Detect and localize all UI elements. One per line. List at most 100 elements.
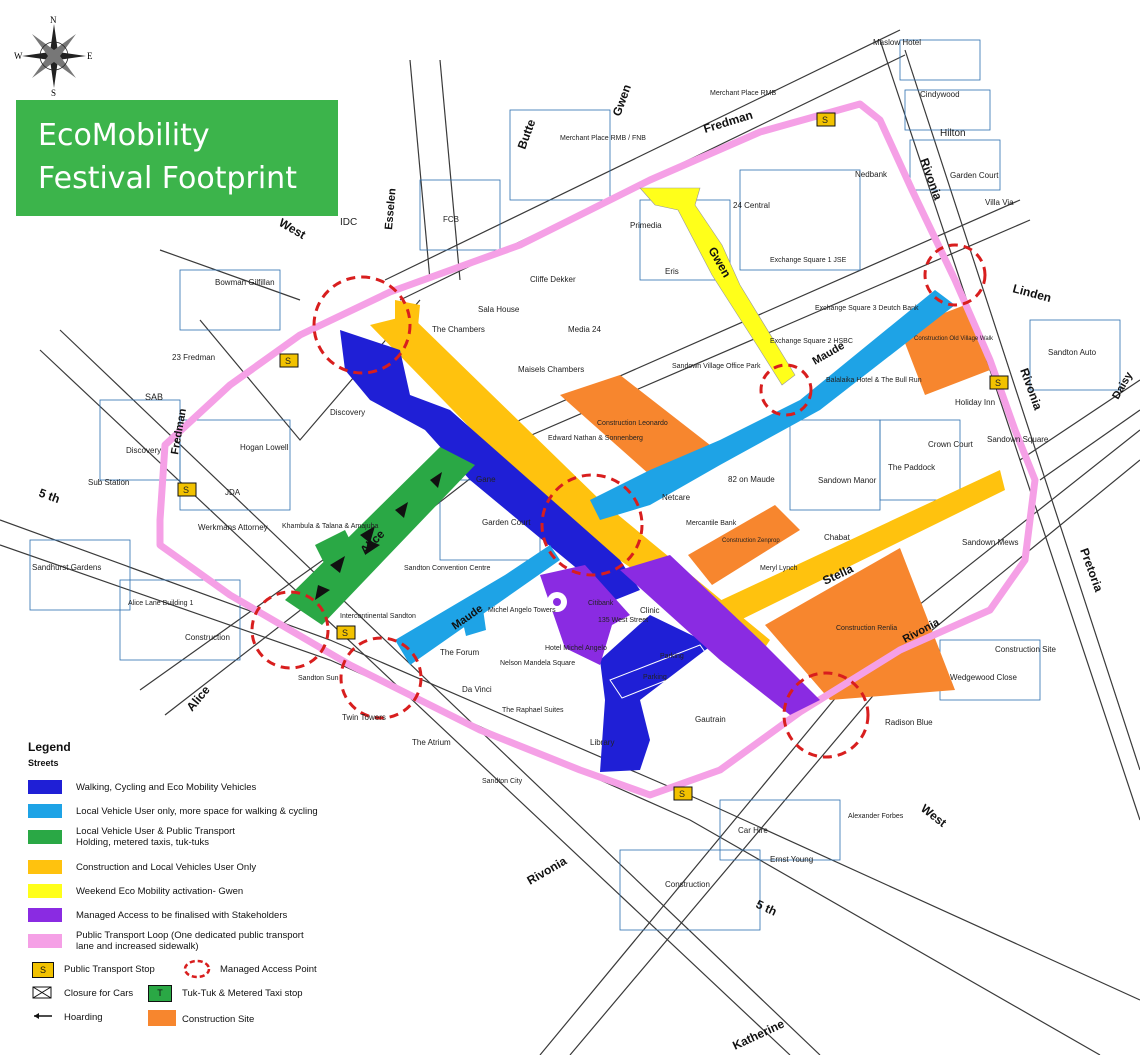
label-maude82: 82 on Maude [728, 475, 775, 484]
swatch-walking [28, 780, 62, 794]
label-sandton-city: Sandton City [482, 778, 523, 785]
legend-label: Closure for Cars [64, 988, 134, 999]
street-fifth-left: 5 th [37, 486, 62, 506]
label-netcare: Netcare [662, 493, 691, 502]
road-edge [1039, 409, 1140, 481]
road-edge [1019, 379, 1140, 461]
label-hilton: Hilton [940, 128, 966, 139]
title-line-1: EcoMobility [38, 118, 210, 153]
label-nedbank: Nedbank [855, 170, 888, 179]
label-sandown-manor: Sandown Manor [818, 476, 877, 485]
svg-text:S: S [679, 789, 685, 799]
label-fredman23: 23 Fredman [172, 353, 215, 362]
label-sandton-sun: Sandton Sun [298, 675, 339, 682]
label-chambers: The Chambers [432, 325, 485, 334]
road-edge [159, 249, 301, 301]
legend-item-closure: Closure for Cars T Tuk-Tuk & Metered Tax… [24, 985, 384, 1008]
hoarding-icon [34, 1013, 52, 1019]
construction-renlia-area [765, 548, 955, 700]
public-transport-loop [156, 100, 1039, 799]
access-point-icon [183, 959, 211, 979]
legend-item-weekend-gwen: Weekend Eco Mobility activation- Gwen [24, 882, 384, 904]
street-fredman-left: Fredman [169, 407, 189, 455]
label-library: Library [590, 738, 614, 747]
label-24central: 24 Central [733, 201, 770, 210]
street-alice-low: Alice [184, 683, 213, 714]
label-khambula: Khambula & Talana & Amajuba [282, 523, 378, 530]
street-west-top: West [277, 215, 309, 241]
street-rivonia-right: Rivonia [917, 156, 945, 202]
plot [29, 539, 131, 611]
label-alexander: Alexander Forbes [848, 813, 904, 820]
access-point [250, 590, 330, 670]
access-point [782, 671, 870, 759]
legend-item-transport-loop: Public Transport Loop (One dedicated pub… [24, 930, 384, 952]
construction-leonardo-area [560, 375, 710, 475]
plot [179, 269, 281, 331]
label-edward: Edward Nathan & Sonnenberg [548, 435, 643, 442]
label-wedgewood: Wedgewood Close [950, 673, 1018, 682]
street-pretoria: Pretoria [1077, 546, 1106, 594]
legend-label: Weekend Eco Mobility activation- Gwen [76, 886, 244, 897]
svg-text:S: S [342, 628, 348, 638]
stop-marker: S [673, 786, 693, 801]
public-transport-stops[interactable]: S S S S S S [177, 112, 1009, 801]
legend-title: Legend [28, 740, 71, 754]
svg-text:S: S [285, 356, 291, 366]
label-media24: Media 24 [568, 325, 601, 334]
stop-marker: S [336, 625, 356, 640]
map-title-box: EcoMobility Festival Footprint [16, 100, 338, 216]
arrow [365, 540, 380, 555]
label-villa-via: Villa Via [985, 198, 1014, 207]
building-plots [29, 39, 1121, 931]
plot [904, 89, 991, 131]
label-fcb: FCB [443, 215, 459, 224]
access-point [339, 636, 423, 720]
local-vehicle-streets [395, 290, 955, 665]
street-linden: Linden [1011, 281, 1053, 305]
compass-n: N [50, 16, 57, 25]
gwen-weekend-street [639, 187, 796, 386]
arrow [360, 526, 375, 543]
label-idc: IDC [340, 217, 357, 228]
label-da-vinci: Da Vinci [462, 685, 492, 694]
label-parking2: Parking [643, 674, 667, 681]
label-construction-left: Construction [185, 633, 230, 642]
label-maslow: Maslow Hotel [873, 38, 921, 47]
label-sandown-mews: Sandown Mews [962, 538, 1018, 547]
label-sandton-auto: Sandton Auto [1048, 348, 1097, 357]
label-sala: Sala House [478, 305, 520, 314]
label-raphael: The Raphael Suites [502, 707, 564, 714]
construction-zenprop-area [688, 505, 800, 585]
label-balalaika: Balalaika Hotel & The Bull Run [826, 377, 922, 384]
stop-marker: S [816, 112, 836, 127]
legend-label: Public Transport Loop (One dedicated pub… [76, 930, 304, 941]
legend-item-managed-access: Managed Access to be finalised with Stak… [24, 906, 384, 928]
swatch-holding [28, 830, 62, 844]
label-meryl: Meryl Lynch [760, 565, 798, 572]
managed-access-points[interactable] [250, 243, 987, 759]
label-sandown-square: Sandown Square [987, 435, 1049, 444]
swatch-construction-local [28, 860, 62, 874]
label-clinic: Clinic [640, 606, 660, 615]
label-chabat: Chabat [824, 533, 851, 542]
plot [789, 419, 881, 511]
legend-label: Local Vehicle User & Public Transport [76, 826, 235, 837]
road-edge [904, 49, 1140, 771]
street-fifth-bottom: 5 th [754, 897, 779, 919]
label-crown-court: Crown Court [928, 440, 974, 449]
plot [179, 419, 291, 511]
road-edge [384, 29, 901, 281]
legend-label: Walking, Cycling and Eco Mobility Vehicl… [76, 782, 257, 793]
label-construction-site-r: Construction Site [995, 645, 1056, 654]
arrow [330, 556, 345, 573]
svg-text:S: S [822, 115, 828, 125]
walking-cycling-streets [340, 330, 712, 772]
road-edge [409, 59, 431, 281]
street-gwen-top: Gwen [610, 83, 634, 118]
title-line-2: Festival Footprint [38, 161, 297, 196]
direction-arrows [315, 472, 442, 600]
legend-item-stop: S Public Transport Stop Managed Access P… [24, 959, 384, 984]
label-gane: Gane [476, 475, 496, 484]
